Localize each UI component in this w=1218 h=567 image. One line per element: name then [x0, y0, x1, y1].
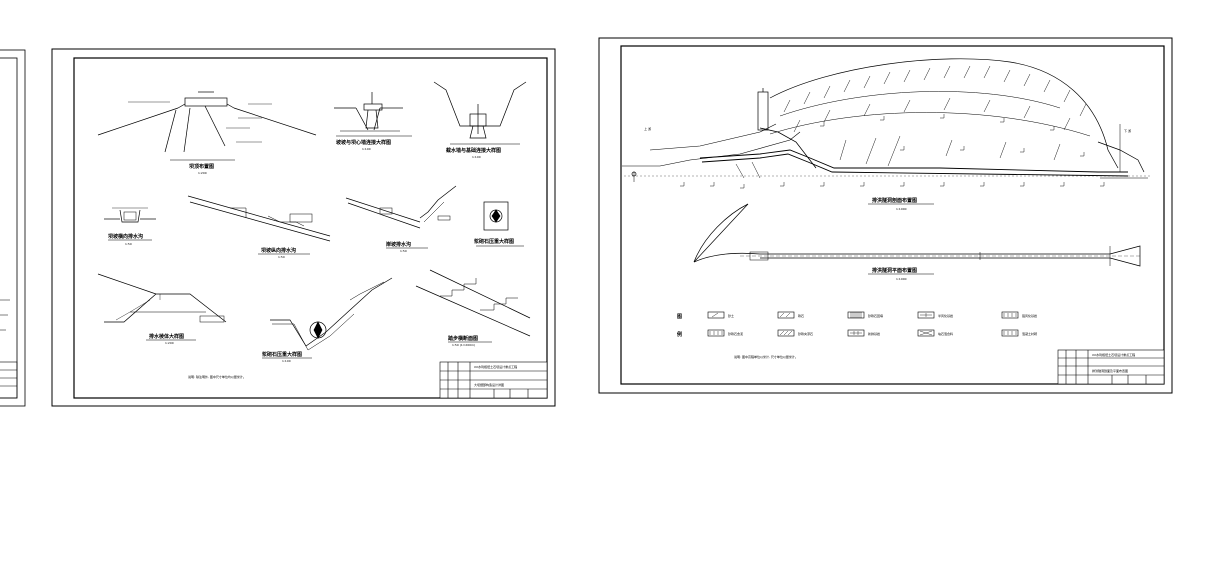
tunnel-profile-section [622, 58, 1150, 182]
title-transverse-ditch: 坝坡横向排水沟 [108, 233, 143, 240]
small-riprap-detail [476, 201, 524, 247]
scale-tunnel-profile: 1:1000 [896, 207, 907, 211]
legend-title-bottom: 例 [677, 331, 682, 338]
large-riprap-detail [262, 277, 393, 359]
general-note: 说明: 图中高程单位以米计, 尺寸单位以厘米计。 [734, 354, 798, 359]
legend-label: 砂砾石回填 [868, 313, 883, 318]
legend-label: 砂砾夹漂石 [798, 331, 813, 336]
scale-tunnel-plan: 1:1000 [896, 277, 907, 281]
legend-label: 半风化基岩 [938, 313, 953, 318]
cutoff-wall-detail [433, 81, 527, 145]
title-block-drawing: 大坝细部构造设计详图 [474, 382, 504, 387]
title-cutoff-wall: 截水墙与基础连接大样图 [446, 147, 501, 154]
title-tunnel-plan: 排洪隧洞平面布置图 [872, 267, 917, 274]
left-drawing-sheet: 坝顶布置图 1:200 坡坡与坝心墙连接大样图 1:100 截水墙与基础连接大样… [51, 48, 556, 407]
legend-label: 混凝土衬砌 [1022, 331, 1037, 336]
title-block-project: XX水利枢纽土石坝设计重点工程 [474, 364, 517, 369]
scale-dam-top: 1:200 [198, 171, 207, 175]
scale-drainage-prism: 1:200 [165, 341, 174, 345]
title-block [1057, 349, 1165, 385]
scale-cutoff-wall: 1:100 [472, 155, 481, 159]
scale-transverse-ditch: 1:50 [125, 242, 132, 246]
label-downstream: 下 游 [1124, 128, 1131, 133]
legend-label: 强风化基岩 [1022, 313, 1037, 318]
slope-junction-detail [334, 92, 412, 137]
legend-label: 砾石 [798, 313, 804, 318]
title-block-drawing: 排洪隧洞剖面及平面布置图 [1092, 368, 1128, 373]
legend-swatch-patterns [709, 312, 1017, 336]
longitudinal-ditch-detail [187, 195, 331, 255]
title-steps-section: 踏步横断面图 [448, 335, 478, 342]
sheet-outer-border [51, 48, 556, 407]
bank-slope-drain-detail [345, 185, 457, 249]
right-drawing-sheet: 上 游 下 游 排洪隧洞剖面布置图 1:1000 排洪隧洞平面布置图 1:100… [598, 37, 1173, 394]
scale-slope-junction: 1:100 [362, 147, 371, 151]
legend-title-top: 图 [677, 313, 682, 320]
transverse-ditch-detail [104, 207, 156, 241]
title-longitudinal-ditch: 坝坡纵向排水沟 [261, 247, 296, 254]
drainage-prism-detail [97, 273, 227, 341]
sheet-inner-border [73, 57, 548, 399]
title-dam-top: 坝顶布置图 [189, 163, 214, 170]
scale-steps-section: 1:50 (1=200m) [452, 343, 475, 347]
dam-top-detail [97, 91, 317, 161]
sheet-outer-border [598, 37, 1173, 394]
legend-label: 块石混合料 [938, 331, 953, 336]
rock-hatching [680, 65, 1105, 189]
title-bank-slope-drain: 岸坡排水沟 [386, 241, 411, 248]
scale-large-riprap: 1:100 [282, 359, 291, 363]
label-upstream: 上 游 [644, 126, 651, 131]
general-note: 说明: 除注明外, 图中尺寸单位均以厘米计。 [188, 374, 246, 379]
title-slope-junction: 坡坡与坝心墙连接大样图 [336, 139, 391, 146]
title-block [439, 361, 548, 399]
legend-label: 砂土 [728, 313, 734, 318]
legend: 图 例 [677, 311, 1037, 338]
title-small-riprap: 浆砌石压重大样图 [473, 238, 514, 245]
tunnel-plan-view [693, 203, 1141, 267]
title-tunnel-profile: 排洪隧洞剖面布置图 [872, 197, 917, 204]
title-large-riprap: 浆砌石压重大样图 [261, 351, 302, 358]
sheet-inner-border [620, 45, 1165, 385]
cropped-left-sheet [0, 49, 26, 407]
title-drainage-prism: 排水棱体大样图 [149, 333, 184, 340]
legend-label: 砂砾石含泥 [728, 331, 743, 336]
steps-section-detail [415, 269, 531, 343]
title-block-project: XX水利枢纽土石坝设计重点工程 [1092, 352, 1135, 357]
scale-bank-slope-drain: 1:50 [400, 249, 407, 253]
legend-label: 新鲜基岩 [868, 331, 880, 336]
scale-longitudinal-ditch: 1:50 [278, 255, 285, 259]
